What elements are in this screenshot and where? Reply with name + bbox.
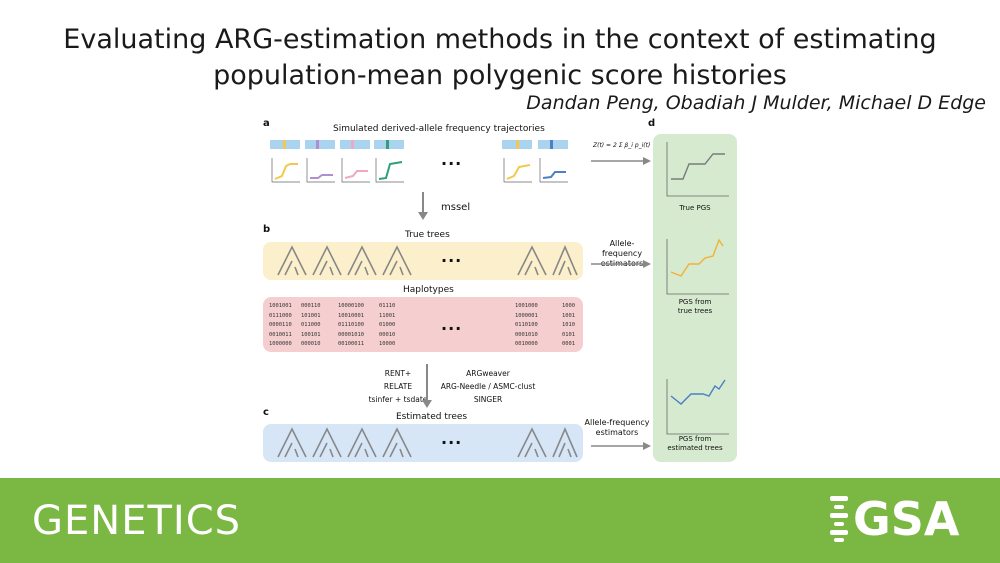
- allele-freq-line1-c: Allele-frequency: [584, 418, 650, 427]
- haplotype-column-3: 10000100 10010001 01110100 00001010 0010…: [338, 303, 364, 347]
- slide-title: Evaluating ARG-estimation methods in the…: [63, 24, 937, 91]
- pgs-plots: [666, 142, 729, 435]
- chromosome-bar-4: [374, 140, 404, 149]
- arrow-to-pgs-true-trees: [591, 260, 651, 268]
- mssel-arrow: [418, 192, 428, 220]
- chromosome-bar-6: [538, 140, 568, 149]
- ellipsis-b: ...: [441, 247, 463, 266]
- method-singer: SINGER: [473, 395, 503, 404]
- haplotype-column-1: 1001001 0111000 0000110 0010011 1000000: [269, 303, 292, 347]
- ellipsis-haplotypes: ...: [441, 315, 463, 334]
- mssel-label: mssel: [441, 202, 471, 213]
- panel-label-d: d: [648, 118, 656, 129]
- pgs-estimated-line2: estimated trees: [667, 444, 723, 452]
- trajectory-green: [378, 161, 403, 180]
- trajectory-blue: [542, 171, 566, 179]
- methods-arrow: [422, 364, 432, 408]
- haplotypes-box: [263, 297, 583, 352]
- estimated-trees-label: Estimated trees: [396, 412, 468, 422]
- ellipsis-a: ...: [441, 150, 463, 169]
- trajectory-purple: [310, 174, 333, 179]
- methods-right: ARGweaver ARG-Needle / ASMC-clust SINGER: [433, 367, 543, 406]
- panel-label-b: b: [263, 224, 271, 235]
- haplotypes-label: Haplotypes: [403, 285, 454, 295]
- pgs-estimated-line: [670, 379, 726, 405]
- pgs-true-trees-label: PGS from true trees: [653, 298, 737, 316]
- estimated-trees-box: [263, 424, 583, 462]
- true-trees-box: [263, 242, 583, 280]
- pgs-true-trees-line: [670, 238, 724, 277]
- chromosome-bar-1: [270, 140, 300, 149]
- true-pgs-line: [671, 153, 725, 180]
- methods-left: RENT+ RELATE tsinfer + tsdate: [358, 367, 438, 406]
- haplotype-column-6: 1000 1001 1010 0101 0001: [562, 303, 575, 347]
- method-relate: RELATE: [383, 382, 413, 391]
- ellipsis-c: ...: [441, 429, 463, 448]
- panel-label-a: a: [263, 118, 270, 129]
- method-argweaver: ARGweaver: [466, 369, 510, 378]
- footer-bar: GENETICS GSA: [0, 478, 1000, 563]
- method-arg-needle: ARG-Needle / ASMC-clust: [440, 382, 536, 391]
- allele-freq-line2-c: estimators: [595, 428, 639, 437]
- haplotype-column-5: 1001000 1000001 0110100 0001010 0010000: [515, 303, 538, 347]
- true-trees-label: True trees: [405, 230, 450, 240]
- arrow-to-pgs-estimated: [591, 442, 651, 450]
- true-pgs-label: True PGS: [679, 204, 711, 212]
- haplotype-column-2: 000110 101001 011000 100101 000010: [301, 303, 321, 347]
- pgs-estimated-trees-label: PGS from estimated trees: [653, 435, 737, 453]
- pgs-true-trees-line2: true trees: [677, 307, 713, 315]
- pgs-estimated-line1: PGS from: [678, 435, 712, 443]
- haplotype-column-4: 01110 11001 01000 00010 10000: [379, 303, 396, 347]
- panel-label-c: c: [263, 407, 269, 418]
- arrow-to-true-pgs: [591, 157, 651, 165]
- method-tsinfer-tsdate: tsinfer + tsdate: [368, 395, 428, 404]
- simulated-trajectories-label: Simulated derived-allele frequency traje…: [333, 124, 545, 134]
- publisher-name: GSA: [853, 492, 960, 546]
- allele-freq-estimators-c: Allele-frequency estimators: [583, 418, 651, 438]
- trajectory-thumbnails: [270, 140, 568, 183]
- authors: Dandan Peng, Obadiah J Mulder, Michael D…: [526, 92, 986, 114]
- graphical-abstract-figure: a b c d Simulated derived-allele frequen…: [258, 112, 748, 470]
- chromosome-bar-5: [502, 140, 532, 149]
- gsa-dna-logo-icon: [830, 496, 848, 542]
- chromosome-bar-3: [340, 140, 370, 149]
- method-rentplus: RENT+: [384, 369, 412, 378]
- trajectory-yellow: [274, 163, 298, 180]
- trajectory-yellow-2: [506, 164, 531, 180]
- trajectory-pink: [344, 170, 368, 179]
- pgs-formula: Z(t) = 2 Σ β_i p_i(t): [593, 142, 651, 149]
- estimated-trees-icons: [277, 426, 578, 458]
- pgs-true-trees-line1: PGS from: [678, 298, 712, 306]
- journal-name: GENETICS: [32, 498, 242, 544]
- allele-freq-line1-b: Allele-frequency: [601, 239, 643, 258]
- chromosome-bar-2: [305, 140, 335, 149]
- true-trees-icons: [277, 244, 578, 276]
